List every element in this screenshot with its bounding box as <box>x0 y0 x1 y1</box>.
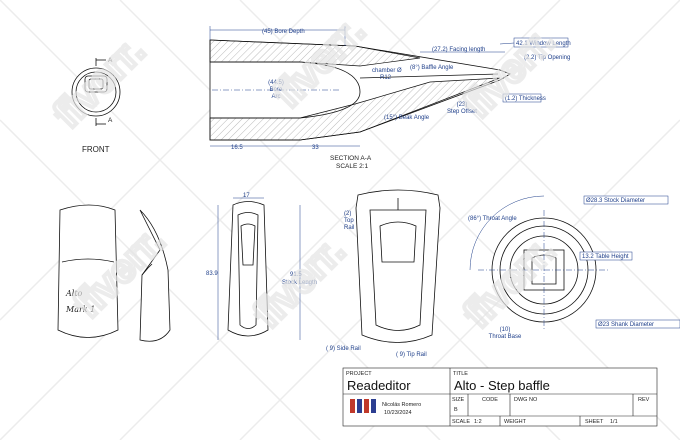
scale-value: 1:2 <box>474 419 482 425</box>
dim-window-length: 42.1 Window Length <box>516 41 571 47</box>
weight-label: WEIGHT <box>504 419 527 425</box>
table-height-box <box>579 251 633 261</box>
front-view-caption: FRONT <box>82 145 110 154</box>
scale-label: SCALE <box>452 419 470 425</box>
dim-throat-base-1: (10) <box>500 327 511 333</box>
dim-tip-thickness: (1.2) Thickness <box>505 96 546 102</box>
project-label: PROJECT <box>346 371 372 377</box>
dim-bore-arc-2: Bore <box>270 87 283 93</box>
dim-throat-base-2: Throat Base <box>489 334 522 340</box>
watermark-1: fiverr. <box>45 28 153 136</box>
dim-step-offset-1: (23) <box>457 102 468 108</box>
title-block: PROJECT Readeditor TITLE Alto - Step baf… <box>342 367 658 427</box>
perspective-view-front: Alto Mark 1 <box>57 204 119 338</box>
dim-bore-depth: (45) Bore Depth <box>262 29 305 35</box>
window-length-box <box>513 37 569 48</box>
dim-width-17: 17 <box>243 193 250 199</box>
size-value: B <box>454 407 458 413</box>
size-label: SIZE <box>452 397 465 403</box>
dim-tip-opening: (2.2) Tip Opening <box>524 55 570 61</box>
project-name: Readeditor <box>347 378 411 393</box>
shank-diameter-box <box>595 319 680 329</box>
dim-shank-diameter: Ø23 Shank Diameter <box>598 322 654 328</box>
dim-step-offset-2: Step Offset <box>447 109 477 115</box>
dim-stock-diameter: Ø28.3 Stock Diameter <box>586 198 645 204</box>
section-mark-bottom: A <box>108 117 113 124</box>
dim-beak-angle: (15°) Beak Angle <box>384 115 430 121</box>
dim-bore-arc-1: (44.5) <box>268 80 284 86</box>
end-view: (86°) Throat Angle Ø28.3 Stock Diameter … <box>468 195 680 340</box>
sheet-value: 1/1 <box>610 419 618 425</box>
company-logo <box>350 399 376 413</box>
dim-16-5: 16.5 <box>231 145 243 151</box>
dim-chamber-1: chamber Ø <box>372 68 402 74</box>
dim-top-rail-2: Top <box>344 218 354 224</box>
dim-bore-arc-3: Arc <box>272 94 281 100</box>
dim-33: 33 <box>312 145 319 151</box>
section-caption: SECTION A-A <box>330 155 372 162</box>
dim-side-rail: ( 9) Side Rail <box>326 346 361 352</box>
engraving-line-1: Alto <box>65 289 83 298</box>
dim-tip-rail: ( 9) Tip Rail <box>396 352 427 358</box>
drawing-date: 10/23/2024 <box>384 410 412 416</box>
watermarks: fiverr. fiverr. fiverr. fiverr. fiverr. … <box>43 6 565 338</box>
section-scale: SCALE 2:1 <box>336 163 369 170</box>
dim-stock-length-2: Stock Length <box>282 280 317 286</box>
front-view: A A FRONT <box>71 57 121 154</box>
dim-height-83-9: 83.9 <box>206 271 218 277</box>
stock-diameter-box <box>583 195 669 205</box>
section-mark-top: A <box>108 57 113 64</box>
dim-top-rail-1: (2) <box>344 211 351 217</box>
dim-facing-length: (27.2) Facing length <box>432 47 485 53</box>
author-name: Nicolás Romero <box>382 402 421 408</box>
sheet-label: SHEET <box>585 419 604 425</box>
title-label: TITLE <box>453 371 468 377</box>
code-label: CODE <box>482 397 498 403</box>
dwg-no-label: DWG NO <box>514 397 538 403</box>
dim-chamber-2: R12 <box>380 75 392 81</box>
dim-throat-angle: (86°) Throat Angle <box>468 216 517 222</box>
dim-stock-length-1: 91.5 <box>290 272 302 278</box>
thickness-box <box>502 93 542 103</box>
perspective-view-side <box>139 209 171 342</box>
dim-table-height: 13.2 Table Height <box>582 254 629 260</box>
underside-view: (2) Top Rail ( 9) Side Rail ( 9) Tip Rai… <box>326 189 441 358</box>
top-view: 17 83.9 91.5 Stock Length <box>206 193 317 340</box>
dim-top-rail-3: Rail <box>344 225 354 231</box>
section-view: (45) Bore Depth (44.5) Bore Arc chamber … <box>209 26 571 170</box>
dim-baffle-angle: (8°) Baffle Angle <box>410 65 454 71</box>
engraving-line-2: Mark 1 <box>65 305 95 314</box>
rev-label: REV <box>638 397 650 403</box>
drawing-title: Alto - Step baffle <box>454 378 550 393</box>
